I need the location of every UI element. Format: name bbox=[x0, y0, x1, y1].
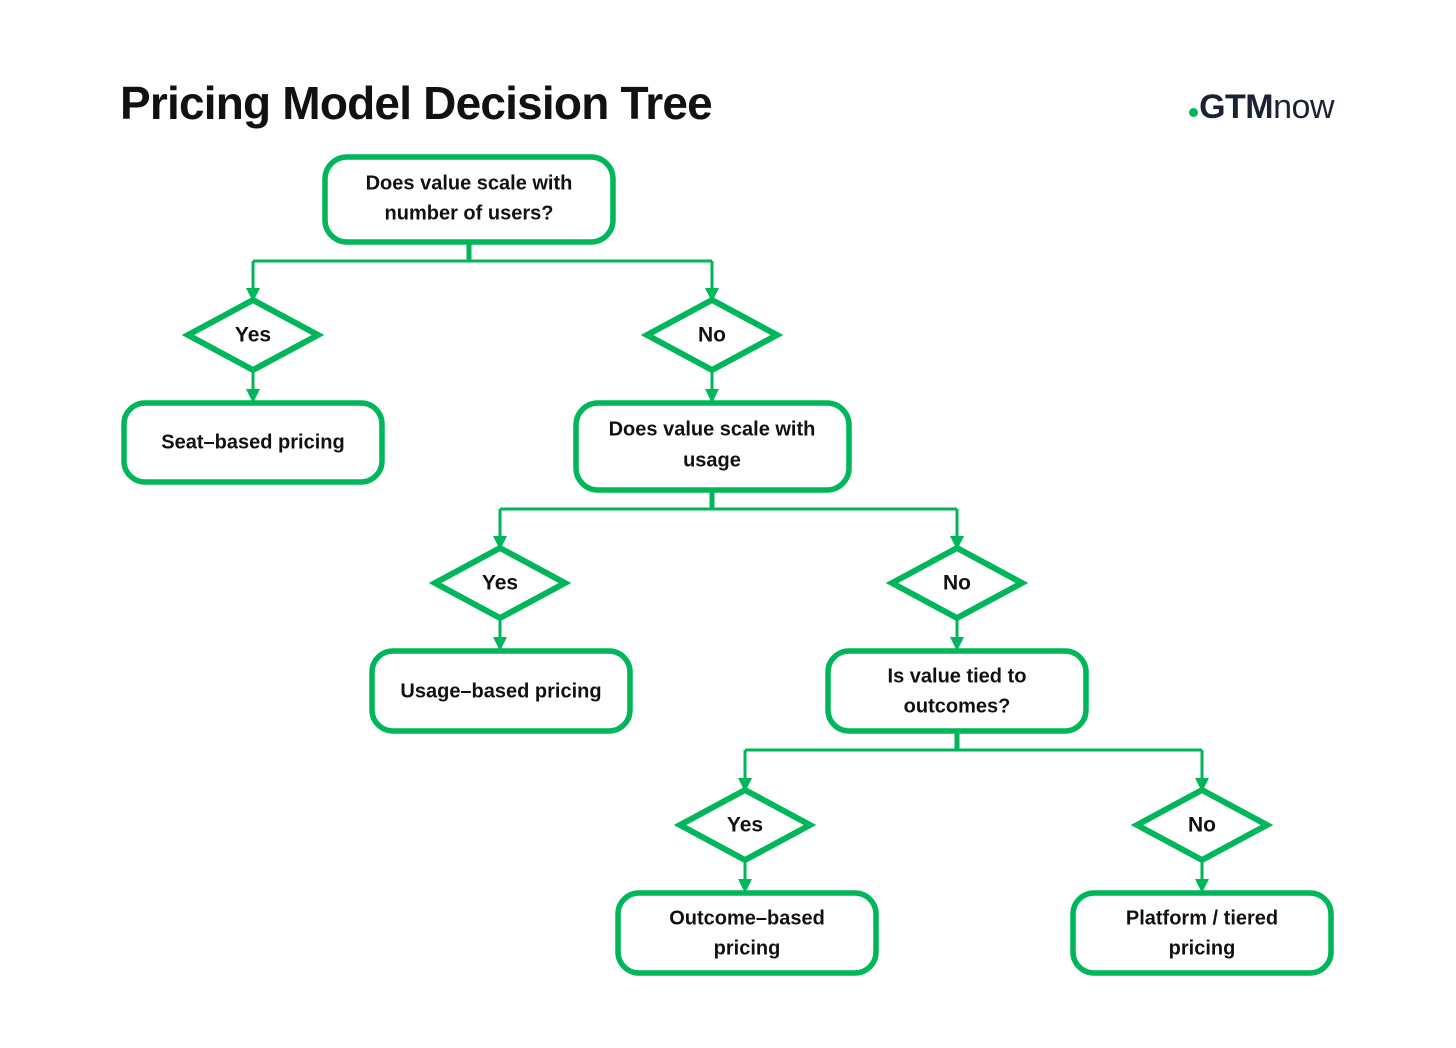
node-outcome-platform-tiered-line1: Platform / tiered bbox=[1126, 907, 1278, 929]
arrow-head-q2-yes bbox=[493, 536, 507, 550]
node-answer-no-outcomes-shape bbox=[1130, 786, 1274, 864]
node-answer-no-users-shape bbox=[640, 296, 784, 374]
arrow-head-no-platform bbox=[1195, 879, 1209, 893]
arrow-head-yes-usage bbox=[493, 637, 507, 651]
node-answer-no-usage-shape bbox=[885, 544, 1029, 622]
node-answer-yes-users[interactable]: Yes bbox=[181, 296, 325, 374]
node-outcome-seat-based[interactable]: Seat–based pricing bbox=[121, 400, 385, 485]
brand-name-bold: GTM bbox=[1199, 88, 1274, 126]
arrow-head-yes-outcome bbox=[738, 879, 752, 893]
node-outcome-outcome-based-shape bbox=[615, 890, 879, 976]
node-question-users-shape bbox=[322, 154, 616, 245]
node-outcome-platform-tiered[interactable]: Platform / tiered pricing bbox=[1070, 890, 1334, 976]
node-outcome-seat-based-shape bbox=[121, 400, 385, 485]
node-answer-yes-usage-label: Yes bbox=[482, 572, 518, 595]
node-answer-yes-outcomes[interactable]: Yes bbox=[673, 786, 817, 864]
connector-group-level-1 bbox=[246, 242, 719, 302]
connector-group-level-2 bbox=[493, 490, 964, 550]
page-title: Pricing Model Decision Tree bbox=[120, 77, 713, 129]
node-answer-yes-usage-shape bbox=[428, 544, 572, 622]
node-outcome-outcome-based[interactable]: Outcome–based pricing bbox=[615, 890, 879, 976]
node-question-usage-shape bbox=[573, 400, 852, 493]
node-question-outcomes-line2: outcomes? bbox=[904, 695, 1011, 717]
node-question-outcomes-line1: Is value tied to bbox=[888, 665, 1027, 687]
arrow-head-q3-yes bbox=[738, 778, 752, 792]
node-answer-no-users-label: No bbox=[698, 324, 726, 347]
connector-group-no-to-platform bbox=[1195, 860, 1209, 893]
node-question-outcomes[interactable]: Is value tied to outcomes? bbox=[825, 648, 1089, 734]
node-question-usage-line2: usage bbox=[683, 449, 741, 471]
node-answer-no-users[interactable]: No bbox=[640, 296, 784, 374]
node-answer-yes-usage[interactable]: Yes bbox=[428, 544, 572, 622]
arrow-head-q3-no bbox=[1195, 778, 1209, 792]
node-answer-yes-users-label: Yes bbox=[235, 324, 271, 347]
node-question-usage-line1: Does value scale with bbox=[609, 418, 816, 440]
node-answer-yes-outcomes-shape bbox=[673, 786, 817, 864]
node-outcome-usage-based-shape bbox=[369, 648, 633, 734]
arrow-head-yes-seat bbox=[246, 389, 260, 403]
node-outcome-usage-based-label: Usage–based pricing bbox=[400, 680, 601, 702]
connector-group-level-3 bbox=[738, 731, 1209, 792]
connector-group-no-to-q3 bbox=[950, 618, 964, 651]
connector-group-yes-to-seat bbox=[246, 370, 260, 403]
arrow-head-q2-no bbox=[950, 536, 964, 550]
arrow-head-no-q3 bbox=[950, 637, 964, 651]
node-answer-no-usage-label: No bbox=[943, 572, 971, 595]
arrow-head-no-q2 bbox=[705, 389, 719, 403]
node-question-usage[interactable]: Does value scale with usage bbox=[573, 400, 852, 493]
node-question-outcomes-shape bbox=[825, 648, 1089, 734]
node-question-users-line1: Does value scale with bbox=[366, 172, 573, 194]
arrow-head-root-yes bbox=[246, 288, 260, 302]
node-question-users[interactable]: Does value scale with number of users? bbox=[322, 154, 616, 245]
connector-group-no-to-q2 bbox=[705, 370, 719, 403]
node-answer-yes-users-shape bbox=[181, 296, 325, 374]
node-outcome-outcome-based-line1: Outcome–based bbox=[669, 907, 825, 929]
node-outcome-platform-tiered-shape bbox=[1070, 890, 1334, 976]
brand-name-light: now bbox=[1273, 88, 1334, 126]
green-dot-icon bbox=[1189, 108, 1199, 117]
connector-group-yes-to-usage bbox=[493, 618, 507, 651]
node-answer-no-outcomes-label: No bbox=[1188, 814, 1216, 837]
node-answer-yes-outcomes-label: Yes bbox=[727, 814, 763, 837]
arrow-head-root-no bbox=[705, 288, 719, 302]
node-outcome-usage-based[interactable]: Usage–based pricing bbox=[369, 648, 633, 734]
node-answer-no-outcomes[interactable]: No bbox=[1130, 786, 1274, 864]
node-outcome-outcome-based-line2: pricing bbox=[714, 937, 781, 959]
node-answer-no-usage[interactable]: No bbox=[885, 544, 1029, 622]
node-outcome-seat-based-label: Seat–based pricing bbox=[161, 431, 344, 453]
node-outcome-platform-tiered-line2: pricing bbox=[1169, 937, 1236, 959]
node-question-users-line2: number of users? bbox=[385, 202, 554, 224]
connector-group-yes-to-outcome bbox=[738, 860, 752, 893]
